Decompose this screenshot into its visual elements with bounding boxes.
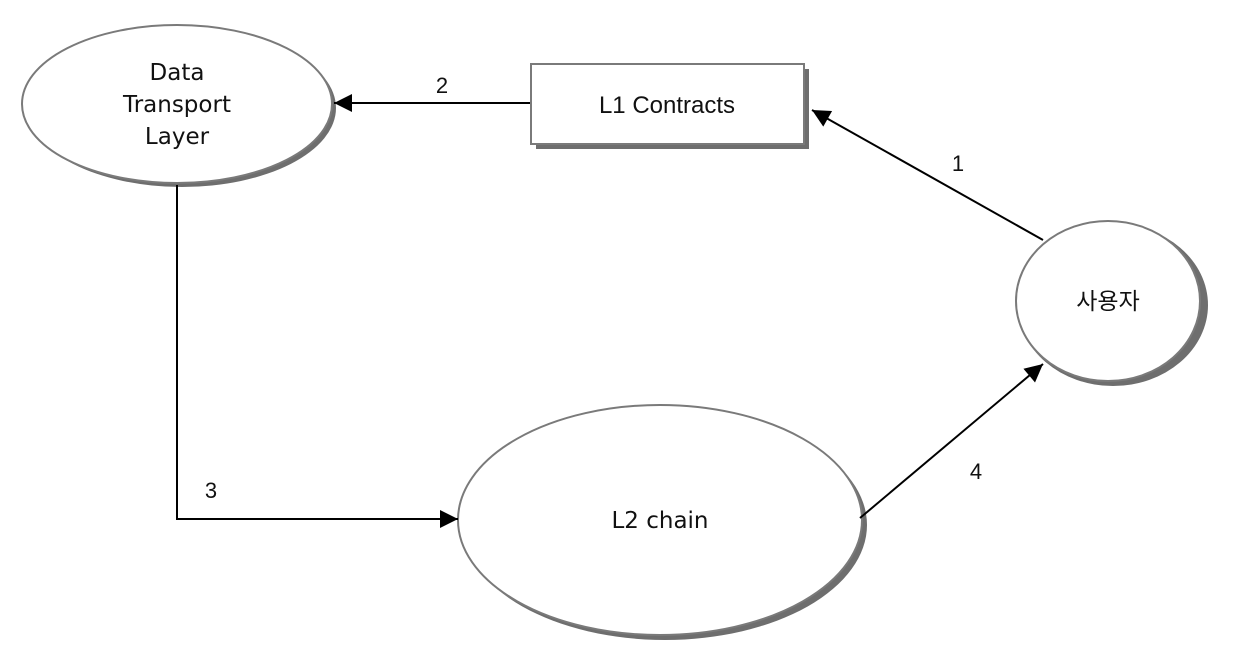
node-shape xyxy=(1015,220,1201,382)
node-label-line-1: Data xyxy=(150,60,205,86)
box-shape xyxy=(530,63,805,145)
edge-label: 2 xyxy=(436,73,448,98)
edge-line xyxy=(811,109,1044,241)
node-shape xyxy=(21,24,333,184)
edge-label: 3 xyxy=(205,478,217,503)
node-user: 사용자 xyxy=(1015,220,1208,386)
node-label-line-2: Transport xyxy=(122,92,231,118)
box-label: L1 Contracts xyxy=(599,92,735,119)
edge-line xyxy=(176,185,458,528)
node-data-transport-layer: Data Transport Layer xyxy=(21,24,336,187)
edge-1: 1 xyxy=(811,109,1044,241)
node-label: L2 chain xyxy=(611,508,708,534)
edge-2: 2 xyxy=(334,73,530,112)
node-label: 사용자 xyxy=(1076,289,1139,315)
node-l2-chain: L2 chain xyxy=(457,404,867,640)
node-l1-contracts: L1 Contracts xyxy=(530,63,809,149)
edge-label: 4 xyxy=(970,459,982,484)
edge-line xyxy=(859,363,1044,519)
edge-4: 4 xyxy=(859,363,1044,519)
edge-label: 1 xyxy=(952,151,964,176)
node-label-line-3: Layer xyxy=(145,124,210,150)
edge-3: 3 xyxy=(176,185,458,528)
